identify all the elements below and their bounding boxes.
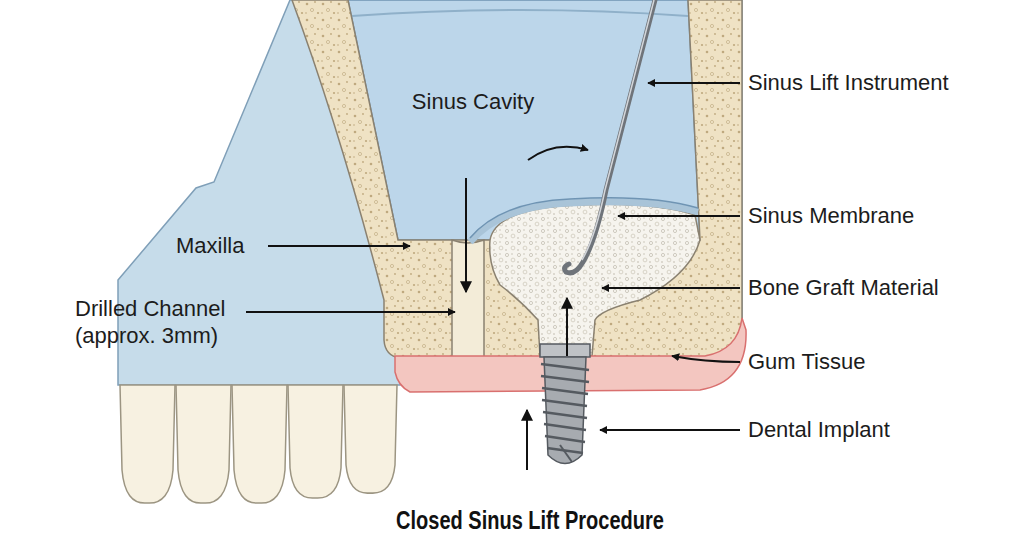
sinus-roof [352, 10, 688, 16]
leader-line [602, 287, 740, 289]
drilled-channel [452, 240, 484, 358]
diagram-title: Closed Sinus Lift Procedure [330, 507, 730, 533]
implant-body [544, 357, 586, 464]
leader-line [618, 215, 740, 217]
instrument-highlight [582, 0, 654, 260]
sinus-membrane [470, 202, 698, 242]
tooth [344, 385, 397, 493]
tooth [232, 385, 287, 503]
tooth [288, 385, 343, 498]
part-label: Gum Tissue [748, 349, 865, 375]
implant-collar [540, 344, 590, 357]
sinus-lift-instrument [565, 0, 655, 273]
implant-threads [541, 364, 589, 453]
gum-tissue [395, 318, 746, 392]
part-label: Drilled Channel (approx. 3mm) [75, 295, 247, 349]
part-label: Sinus Membrane [748, 203, 914, 229]
graft-push-arrow [566, 298, 568, 356]
part-label: Bone Graft Material [748, 275, 939, 301]
sinus-membrane-edge [470, 198, 698, 238]
part-label: Sinus Cavity [398, 89, 548, 115]
insert-arrow [526, 410, 528, 470]
leader-line [648, 82, 740, 84]
maxilla-bone [292, 0, 742, 358]
leader-line [672, 356, 740, 362]
part-label: Sinus Lift Instrument [748, 70, 949, 96]
part-label: Dental Implant [748, 417, 890, 443]
lift-arrow [528, 147, 588, 160]
leader-line [268, 245, 410, 247]
tooth [120, 385, 175, 503]
drill-arrow [465, 178, 467, 292]
implant-apex-cut [560, 445, 572, 462]
leader-line [600, 429, 740, 431]
tooth [176, 385, 231, 503]
leader-line [246, 311, 455, 313]
part-label: Maxilla [176, 233, 244, 259]
